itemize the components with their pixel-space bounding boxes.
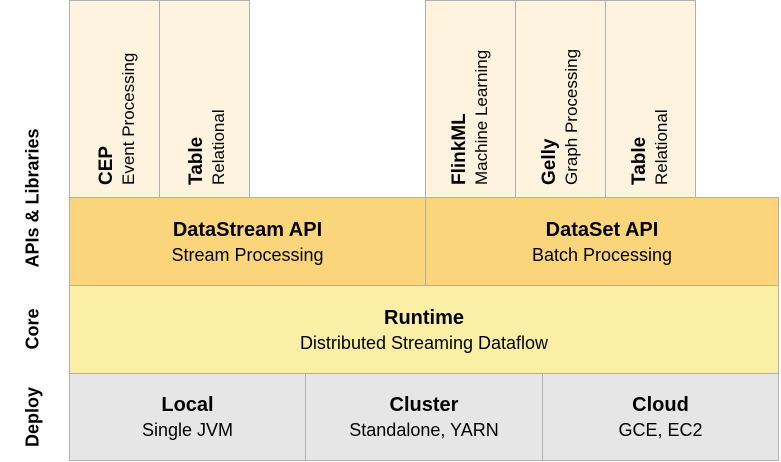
deploy-title: Local <box>161 394 214 416</box>
datastream-api-box: DataStream API Stream Processing <box>69 197 426 286</box>
library-table-batch: Table Relational <box>605 0 696 198</box>
deploy-local-box: Local Single JVM <box>69 373 306 461</box>
deploy-cloud-box: Cloud GCE, EC2 <box>542 373 779 461</box>
library-cep: CEP Event Processing <box>69 0 160 198</box>
deploy-title: Cluster <box>389 394 459 416</box>
api-subtitle: Batch Processing <box>531 244 673 265</box>
library-flinkml: FlinkML Machine Learning <box>425 0 516 198</box>
library-subtitle: Graph Processing <box>562 48 581 185</box>
deploy-title: Cloud <box>632 394 689 416</box>
library-title: CEP <box>96 145 117 185</box>
deploy-subtitle: GCE, EC2 <box>618 420 703 440</box>
apis-libraries-label: APIs & Libraries <box>22 128 43 268</box>
api-subtitle: Stream Processing <box>171 244 324 265</box>
library-subtitle: Relational <box>652 109 671 185</box>
deploy-cluster-box: Cluster Standalone, YARN <box>305 373 543 461</box>
deploy-subtitle: Standalone, YARN <box>349 420 499 440</box>
library-subtitle: Machine Learning <box>472 49 491 185</box>
library-title: Gelly <box>539 138 560 185</box>
library-gelly: Gelly Graph Processing <box>515 0 606 198</box>
library-table-stream: Table Relational <box>159 0 250 198</box>
library-title: Table <box>629 136 650 185</box>
core-label: Core <box>22 308 43 350</box>
deploy-label: Deploy <box>22 386 43 448</box>
api-title: DataSet API <box>545 218 659 241</box>
runtime-box: Runtime Distributed Streaming Dataflow <box>69 285 779 374</box>
library-subtitle: Relational <box>209 109 228 185</box>
deploy-subtitle: Single JVM <box>141 420 234 440</box>
core-subtitle: Distributed Streaming Dataflow <box>299 332 549 353</box>
api-title: DataStream API <box>172 218 323 241</box>
library-title: Table <box>186 136 207 185</box>
dataset-api-box: DataSet API Batch Processing <box>425 197 779 286</box>
library-title: FlinkML <box>449 113 470 185</box>
core-title: Runtime <box>384 306 464 329</box>
library-subtitle: Event Processing <box>119 52 138 185</box>
